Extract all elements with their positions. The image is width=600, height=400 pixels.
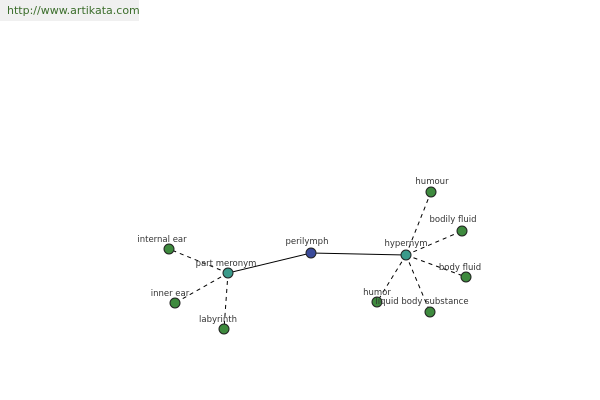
node-label-internal-ear: internal ear: [137, 235, 187, 245]
edge-hypernym-humour: [405, 191, 432, 256]
edge-hypernym-humor: [376, 254, 407, 303]
node-label-labyrinth: labyrinth: [199, 315, 237, 325]
graph-labels: perilymph part meronym hypernym internal ea…: [137, 177, 481, 325]
node-label-humor: humor: [363, 288, 391, 298]
node-label-bodily-fluid: bodily fluid: [430, 215, 477, 225]
site-url-link[interactable]: http://www.artikata.com: [7, 4, 140, 17]
node-label-liquid-body-substance: liquid body substance: [375, 297, 468, 307]
node-label-inner-ear: inner ear: [151, 289, 190, 299]
node-bodily-fluid[interactable]: [456, 225, 468, 237]
edge-hypernym-bodily-fluid: [405, 230, 463, 256]
node-label-part-meronym: part meronym: [196, 259, 257, 269]
node-humor[interactable]: [371, 296, 383, 308]
node-internal-ear[interactable]: [163, 243, 175, 255]
url-bar: http://www.artikata.com: [0, 0, 140, 21]
edge-perilymph-part-meronym: [227, 252, 312, 274]
node-inner-ear[interactable]: [169, 297, 181, 309]
edge-part-meronym-inner-ear: [174, 272, 229, 304]
edge-part-meronym-labyrinth: [223, 272, 229, 330]
node-hypernym[interactable]: [400, 249, 412, 261]
edge-part-meronym-internal-ear: [168, 248, 229, 274]
node-part-meronym[interactable]: [222, 267, 234, 279]
node-labyrinth[interactable]: [218, 323, 230, 335]
edge-perilymph-hypernym: [310, 252, 407, 256]
node-label-humour: humour: [415, 177, 449, 187]
edge-hypernym-liquid-body-substance: [405, 254, 431, 313]
graph-nodes: [163, 186, 472, 335]
node-label-body-fluid: body fluid: [439, 263, 481, 273]
edge-hypernym-body-fluid: [405, 254, 467, 278]
node-label-perilymph: perilymph: [286, 237, 329, 247]
node-perilymph[interactable]: [305, 247, 317, 259]
node-body-fluid[interactable]: [460, 271, 472, 283]
node-liquid-body-substance[interactable]: [424, 306, 436, 318]
node-humour[interactable]: [425, 186, 437, 198]
node-label-hypernym: hypernym: [384, 239, 427, 249]
graph-edges: [168, 191, 467, 330]
